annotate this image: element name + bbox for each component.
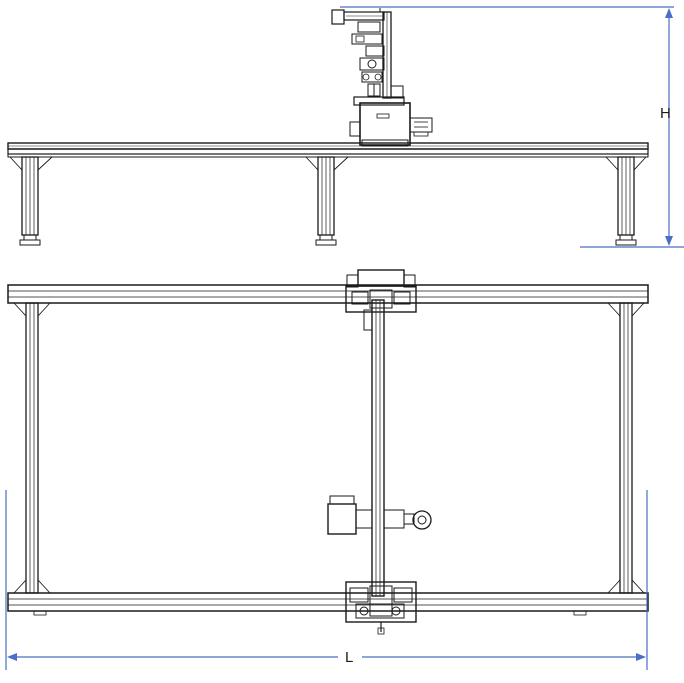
side-elevation bbox=[7, 8, 649, 246]
side-leg-left bbox=[9, 156, 53, 246]
plan-view bbox=[7, 269, 649, 635]
height-label: H bbox=[660, 105, 671, 122]
plan-rail-top bbox=[7, 284, 649, 304]
plan-rail-bottom bbox=[7, 592, 649, 616]
side-leg-middle bbox=[305, 156, 349, 246]
side-top-beam bbox=[7, 142, 649, 158]
side-leg-right bbox=[605, 156, 647, 246]
plan-tool-head bbox=[327, 495, 432, 535]
length-label: L bbox=[345, 649, 353, 666]
plan-gantry-bridge bbox=[363, 299, 385, 597]
side-carriage bbox=[349, 102, 433, 147]
side-z-axis-tower bbox=[331, 8, 405, 106]
plan-side-member-right bbox=[607, 302, 645, 594]
plan-side-member-left bbox=[13, 302, 51, 594]
length-dimension: L bbox=[5, 490, 648, 670]
plan-carriage-bottom bbox=[345, 581, 417, 635]
plan-carriage-top bbox=[345, 269, 417, 313]
height-dimension: H bbox=[340, 6, 684, 248]
